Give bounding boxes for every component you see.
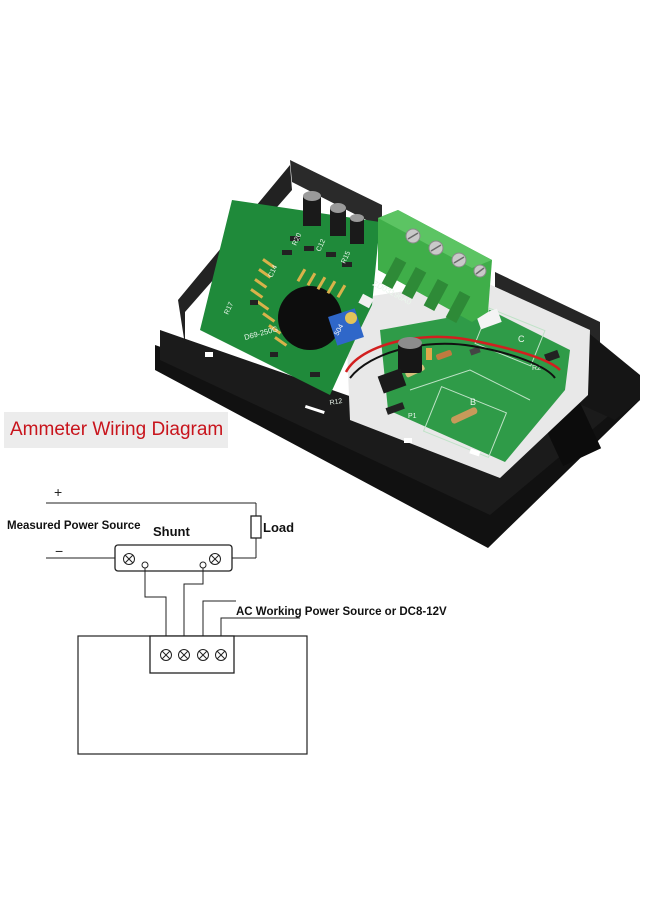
pcb-pot-code: 504 — [334, 323, 346, 337]
diagram-title: Ammeter Wiring Diagram — [10, 419, 224, 440]
display-chip-blob — [278, 286, 342, 350]
measured-power-source-label: Measured Power Source — [7, 520, 141, 532]
components-cluster — [377, 337, 452, 415]
pcb-label-c12: C12 — [315, 238, 327, 253]
potentiometer: 504 — [328, 308, 364, 346]
pcb-label-b: B — [470, 397, 476, 407]
load-resistor — [250, 515, 262, 539]
sense-wire-2 — [183, 568, 204, 636]
power-wire-1 — [202, 600, 236, 636]
red-wire — [344, 335, 561, 373]
pcb-label-p1: P1 — [408, 413, 417, 420]
pcb-label-r15: R15 — [340, 250, 352, 265]
shunt-body — [114, 544, 233, 572]
black-wire — [349, 342, 556, 379]
meter-terminal-screws — [160, 649, 227, 661]
meter-case-top-wall — [290, 160, 382, 228]
plus-sign: + — [54, 484, 62, 500]
pcb-label-c: C — [518, 334, 525, 344]
ac-power-source-label: AC Working Power Source or DC8-12V — [236, 606, 447, 618]
power-wire-2 — [220, 617, 300, 636]
pcb-label-r20: R20 — [291, 232, 303, 247]
pcb-label-r2: R2 — [532, 365, 541, 372]
title-banner — [4, 412, 228, 448]
minus-sign: − — [55, 543, 63, 559]
pcb-label-r17: R17 — [223, 301, 235, 316]
pcb-label-c14: C14 — [267, 264, 279, 279]
capacitors — [303, 191, 364, 244]
terminal-block-4-pin — [378, 210, 492, 324]
wiring-schematic — [46, 502, 308, 755]
sense-wire-1 — [144, 568, 167, 636]
pcb-label-r12: R12 — [329, 398, 343, 407]
shunt-label: Shunt — [153, 524, 190, 539]
ammeter-product-photo: C B R2 P1 — [155, 160, 640, 548]
load-label: Load — [263, 520, 295, 535]
